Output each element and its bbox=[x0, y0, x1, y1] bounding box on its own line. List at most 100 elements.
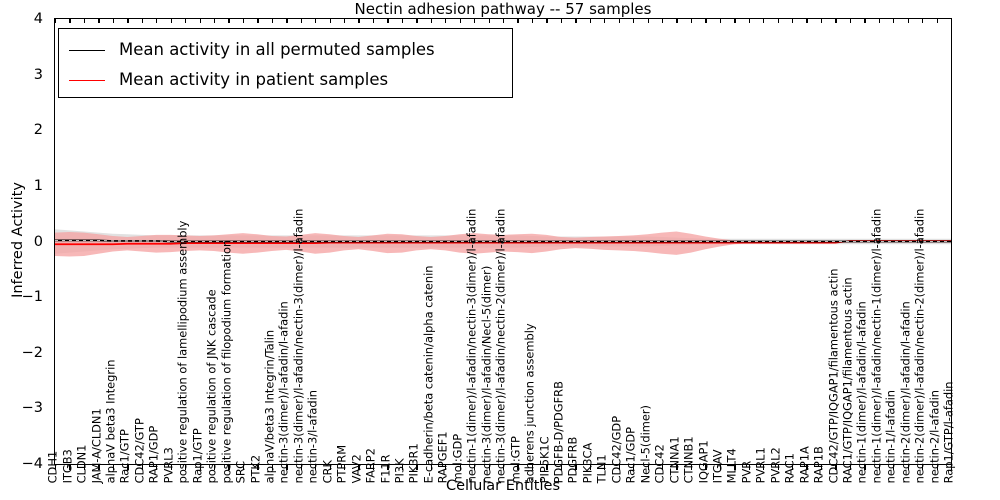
x-tick-mark bbox=[127, 465, 129, 470]
x-tick-label: alphaV beta3 Integrin bbox=[103, 359, 118, 484]
x-tick-label: CTNNB1 bbox=[681, 436, 696, 484]
x-tick-label: nectin-1/l-afadin bbox=[883, 390, 898, 484]
legend-item-permuted: Mean activity in all permuted samples bbox=[69, 35, 502, 65]
x-axis-label: Cellular Entities bbox=[445, 478, 561, 494]
x-tick-label: CDC42/GTP/IQGAP1/filamentous actin bbox=[826, 268, 841, 484]
x-tick-mark bbox=[531, 465, 534, 470]
x-tick-mark bbox=[199, 465, 201, 470]
legend-label-permuted: Mean activity in all permuted samples bbox=[119, 39, 435, 59]
legend-swatch-patient bbox=[69, 79, 105, 81]
x-tick-mark bbox=[763, 465, 765, 470]
x-tick-mark bbox=[604, 465, 606, 470]
x-tick-mark bbox=[141, 465, 143, 470]
series-layer bbox=[55, 229, 951, 257]
y-tick-label: 3 bbox=[33, 66, 43, 83]
x-tick-mark bbox=[488, 18, 490, 23]
x-tick-mark bbox=[676, 18, 678, 23]
legend-item-patient: Mean activity in patient samples bbox=[69, 65, 502, 95]
x-tick-mark bbox=[170, 465, 172, 470]
x-tick-mark bbox=[401, 18, 404, 23]
x-tick-label: positive regulation of lamellipodium ass… bbox=[175, 220, 190, 484]
x-tick-mark bbox=[98, 18, 100, 23]
x-tick-label: Necl-5(dimer) bbox=[638, 405, 653, 484]
x-tick-label: nectin-3(dimer)/l-afadin/Necl-5(dimer) bbox=[479, 265, 494, 484]
x-tick-mark bbox=[387, 465, 389, 470]
x-tick-mark bbox=[705, 465, 707, 470]
x-tick-mark bbox=[286, 18, 288, 23]
x-tick-mark bbox=[517, 18, 519, 23]
x-tick-mark bbox=[503, 465, 505, 470]
x-tick-label: CDC42/GTP bbox=[132, 418, 147, 484]
x-tick-label: Rap1/GTP bbox=[190, 428, 205, 484]
x-tick-mark bbox=[878, 18, 881, 23]
x-tick-label: nectin-2(dimer)/l-afadin/l-afadin bbox=[898, 301, 913, 484]
x-tick-mark bbox=[430, 465, 433, 470]
x-tick-mark bbox=[300, 465, 302, 470]
x-tick-mark bbox=[922, 18, 924, 23]
x-tick-mark bbox=[329, 18, 331, 23]
x-tick-label: nectin-3(dimer)/l-afadin/nectin-3(dimer)… bbox=[291, 208, 306, 484]
x-tick-mark bbox=[763, 18, 765, 23]
y-tick-label: 2 bbox=[33, 122, 43, 139]
x-tick-mark bbox=[213, 18, 216, 23]
x-tick-mark bbox=[257, 18, 259, 23]
x-tick-mark bbox=[459, 465, 461, 470]
patient-confidence-band bbox=[55, 231, 951, 257]
x-tick-mark bbox=[372, 465, 375, 470]
y-tick-label: −2 bbox=[21, 344, 43, 361]
x-tick-label: JAM-A/CLDN1 bbox=[89, 408, 104, 484]
x-tick-label: mol:GTP bbox=[508, 436, 523, 484]
x-tick-mark bbox=[705, 18, 707, 23]
x-tick-label: Rap1/GTP/l-afadin bbox=[941, 381, 956, 484]
x-tick-mark bbox=[445, 18, 447, 23]
x-tick-mark bbox=[633, 18, 635, 23]
x-tick-mark bbox=[286, 465, 288, 470]
legend: Mean activity in all permuted samples Me… bbox=[58, 28, 513, 98]
x-tick-mark bbox=[907, 18, 909, 23]
x-tick-mark bbox=[430, 18, 433, 23]
x-tick-label: positive regulation of filopodium format… bbox=[219, 239, 234, 484]
y-tick-label: 4 bbox=[33, 11, 43, 27]
x-tick-mark bbox=[618, 18, 620, 23]
plot-inner bbox=[55, 19, 951, 464]
x-tick-mark bbox=[387, 18, 389, 23]
x-tick-mark bbox=[228, 465, 230, 470]
x-tick-label: nectin-1(dimer)/l-afadin/l-afadin bbox=[855, 301, 870, 484]
x-tick-label: alphaV/beta3 Integrin/Talin bbox=[262, 329, 277, 484]
chart-title: Nectin adhesion pathway -- 57 samples bbox=[354, 0, 652, 18]
x-tick-mark bbox=[820, 465, 823, 470]
x-tick-mark bbox=[257, 465, 259, 470]
x-tick-mark bbox=[604, 18, 606, 23]
legend-swatch-permuted bbox=[69, 49, 105, 51]
x-tick-mark bbox=[661, 465, 664, 470]
x-tick-mark bbox=[936, 18, 938, 23]
x-tick-mark bbox=[141, 18, 143, 23]
x-tick-label: E-cadherin/beta catenin/alpha catenin bbox=[421, 265, 436, 484]
x-tick-label: CTNNA1 bbox=[667, 436, 682, 484]
x-tick-mark bbox=[690, 465, 693, 470]
x-tick-mark bbox=[676, 465, 678, 470]
y-tick-label: 1 bbox=[33, 177, 43, 194]
x-tick-mark bbox=[315, 465, 317, 470]
x-tick-mark bbox=[242, 465, 245, 470]
x-tick-label: PIP5K1C bbox=[537, 436, 552, 484]
x-tick-mark bbox=[372, 18, 375, 23]
x-tick-mark bbox=[690, 18, 693, 23]
x-tick-mark bbox=[777, 18, 779, 23]
legend-label-patient: Mean activity in patient samples bbox=[119, 69, 389, 89]
x-tick-mark bbox=[185, 465, 187, 470]
x-tick-mark bbox=[185, 18, 187, 23]
x-tick-mark bbox=[416, 18, 418, 23]
x-tick-mark bbox=[936, 465, 938, 470]
x-tick-mark bbox=[878, 465, 881, 470]
x-tick-mark bbox=[445, 465, 447, 470]
x-tick-mark bbox=[488, 465, 490, 470]
x-tick-mark bbox=[112, 465, 115, 470]
x-tick-mark bbox=[806, 18, 808, 23]
x-tick-mark bbox=[575, 18, 577, 23]
x-tick-mark bbox=[589, 465, 591, 470]
x-tick-mark bbox=[907, 465, 909, 470]
x-tick-label: IQGAP1 bbox=[696, 440, 711, 484]
x-tick-mark bbox=[719, 465, 722, 470]
x-tick-mark bbox=[401, 465, 404, 470]
